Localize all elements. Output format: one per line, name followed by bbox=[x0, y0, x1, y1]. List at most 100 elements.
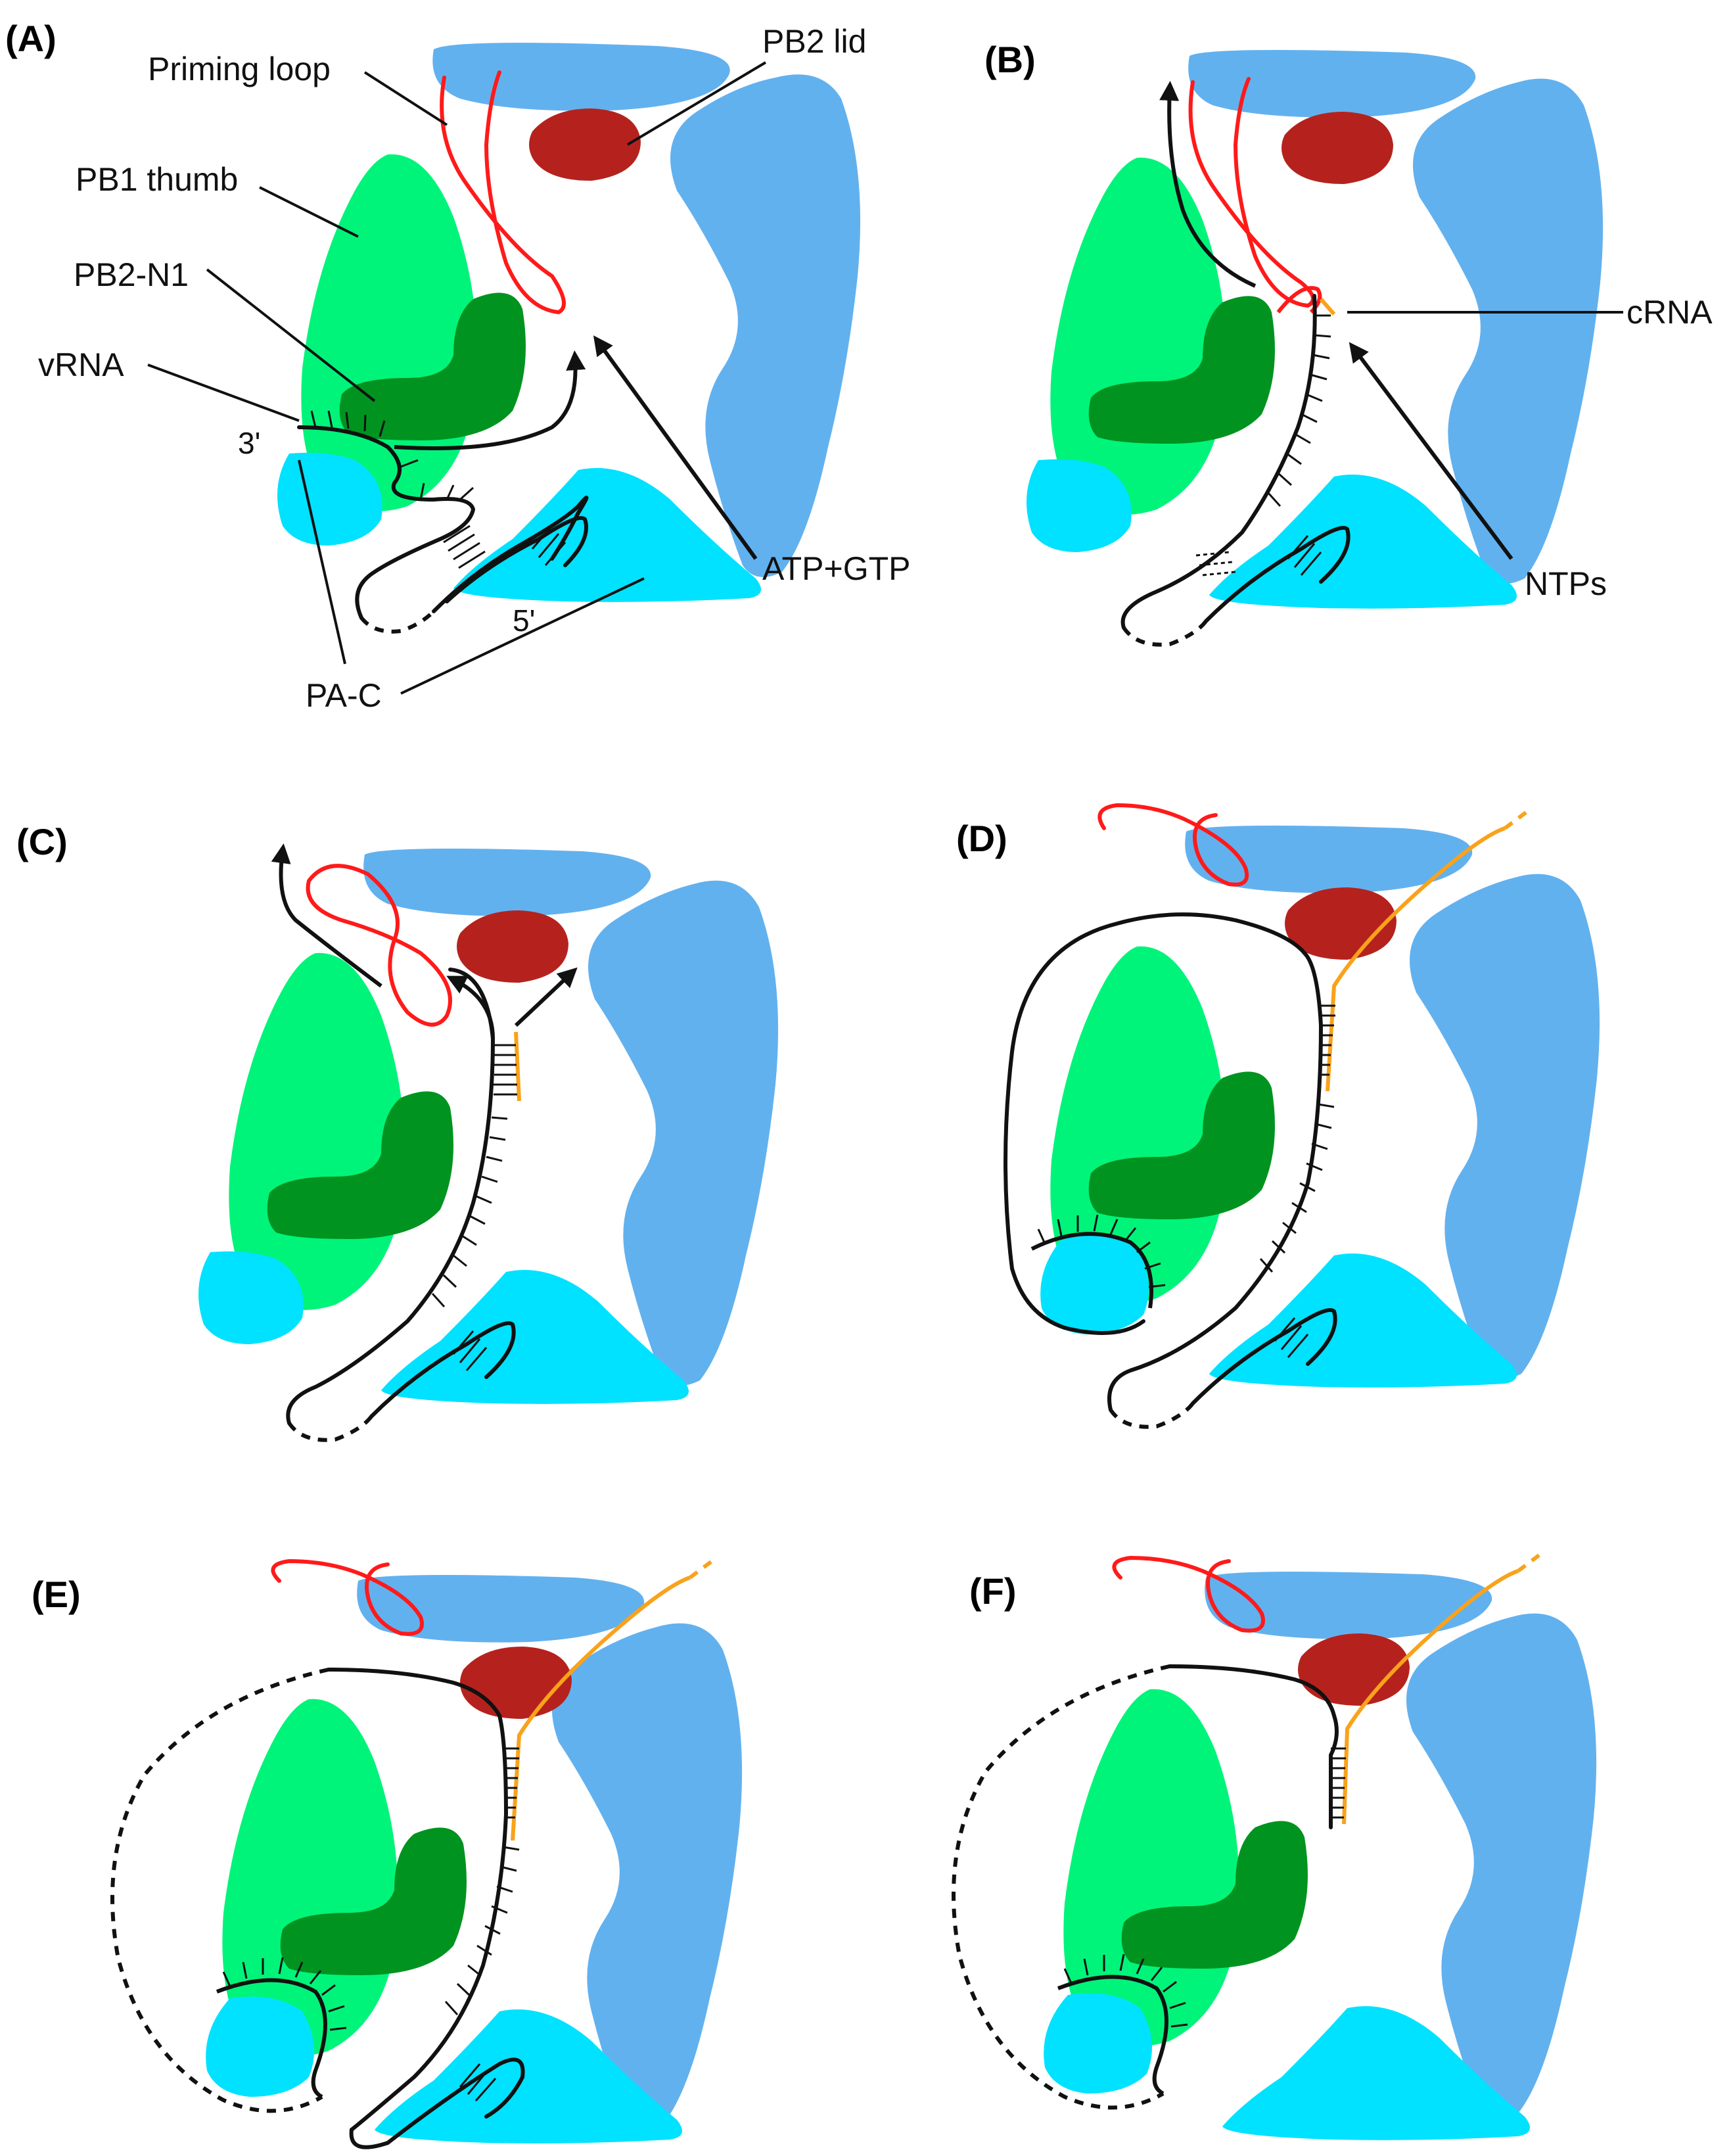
label-priming-loop: Priming loop bbox=[148, 51, 331, 87]
vrna-dashed-loop bbox=[1109, 1402, 1195, 1429]
label-vrna: vRNA bbox=[38, 346, 124, 383]
panel-e: (E) bbox=[32, 1556, 743, 2149]
product-dashed-loop bbox=[110, 1668, 329, 2113]
crna-strand bbox=[514, 1031, 521, 1102]
loop-exit-arrow bbox=[1159, 81, 1257, 288]
pb2-lid bbox=[529, 108, 641, 181]
pa-c-large bbox=[1209, 475, 1517, 609]
vrna-5prime-hook bbox=[445, 516, 588, 603]
vrna-dashed-loop bbox=[1122, 620, 1208, 647]
duplex-bases bbox=[505, 1747, 519, 1819]
pb2-right-domain bbox=[1406, 1613, 1597, 2119]
vrna-bases bbox=[310, 410, 474, 501]
vrna-bases bbox=[1267, 314, 1331, 507]
hook-bases bbox=[459, 2063, 497, 2101]
hook-bases bbox=[531, 525, 566, 566]
duplex-bases bbox=[494, 1044, 517, 1096]
priming-loop-tail bbox=[1276, 286, 1322, 314]
vrna-arrow bbox=[446, 975, 495, 1039]
vrna-strand bbox=[297, 425, 476, 620]
label-atp-gtp: ATP+GTP bbox=[762, 550, 911, 587]
priming-loop bbox=[440, 70, 566, 315]
vrna-dashed-loop bbox=[359, 609, 436, 634]
crna-arrow bbox=[514, 967, 578, 1027]
pb2-right-domain bbox=[670, 74, 861, 577]
pb2-lid bbox=[460, 1647, 572, 1719]
pb2-top-domain bbox=[432, 43, 730, 111]
pb2-n1 bbox=[280, 1827, 467, 1975]
pb2-n1 bbox=[267, 1091, 453, 1239]
pb2-top-domain bbox=[1188, 50, 1476, 118]
label-5prime: 5' bbox=[513, 603, 535, 638]
crna-dashed-end bbox=[1504, 807, 1533, 830]
loop-exit-arrow bbox=[271, 843, 382, 988]
crna-strand bbox=[511, 1576, 691, 1841]
panel-b: (B) cRNA NTPs bbox=[984, 39, 1713, 647]
vrna-5prime-hook bbox=[386, 2057, 525, 2145]
vrna-dashed-loop bbox=[287, 1415, 373, 1442]
vrna-bases bbox=[1259, 1103, 1335, 1273]
pb2-lid bbox=[1281, 112, 1393, 184]
pa-c-small bbox=[1027, 459, 1132, 552]
hook-bases bbox=[1274, 1317, 1309, 1358]
pb2-top-domain bbox=[363, 849, 651, 916]
pa-c-bound-arc bbox=[216, 1978, 327, 2099]
crna-dashed-end bbox=[1517, 1549, 1546, 1573]
pa-c-small bbox=[198, 1251, 304, 1344]
crna-nascent bbox=[1319, 298, 1336, 316]
pa-c-bound-arc bbox=[1057, 1975, 1168, 2096]
label-crna: cRNA bbox=[1627, 294, 1713, 331]
product-dashed-loop bbox=[952, 1664, 1170, 2110]
priming-loop bbox=[1112, 1555, 1265, 1633]
pb2-n1 bbox=[1088, 1071, 1275, 1219]
priming-loop bbox=[271, 1558, 424, 1636]
leader-pb2-lid bbox=[626, 61, 767, 146]
pb2-right-domain bbox=[1413, 78, 1604, 584]
vrna-strand bbox=[1120, 294, 1317, 630]
panel-b-letter: (B) bbox=[984, 39, 1036, 80]
pa-c-bases bbox=[1063, 1954, 1188, 2028]
label-ntps: NTPs bbox=[1525, 565, 1607, 602]
pa-c-small bbox=[1040, 1234, 1149, 1334]
pa-c-large bbox=[375, 2009, 682, 2144]
vrna-5prime-hook bbox=[369, 1321, 516, 1418]
leader-pa-c-1 bbox=[298, 459, 346, 665]
pa-c-large bbox=[1222, 2006, 1530, 2140]
priming-loop bbox=[1188, 77, 1315, 308]
duplex-bases bbox=[443, 525, 486, 569]
panel-c: (C) bbox=[16, 821, 779, 1442]
vrna-5prime-strand bbox=[432, 496, 589, 613]
product-solid-top bbox=[327, 1668, 501, 1718]
pb2-right-domain bbox=[552, 1623, 743, 2128]
pb2-lid bbox=[1298, 1633, 1410, 1706]
label-3prime: 3' bbox=[238, 426, 260, 460]
vrna-5prime-hook bbox=[1191, 1308, 1337, 1405]
pa-c-bases bbox=[222, 1957, 347, 2031]
pb2-right-domain bbox=[1410, 874, 1600, 1379]
vrna-strand bbox=[349, 1714, 509, 2149]
pb2-right-domain bbox=[588, 880, 779, 1386]
label-pb2-lid: PB2 lid bbox=[762, 23, 866, 60]
leader-priming-loop bbox=[363, 71, 448, 126]
hook-bases bbox=[1287, 535, 1322, 576]
crna-strand bbox=[1326, 826, 1506, 1092]
product-loop bbox=[1004, 912, 1306, 1335]
pa-c-small bbox=[1044, 1993, 1152, 2094]
panel-e-letter: (E) bbox=[32, 1574, 81, 1615]
panel-a-letter: (A) bbox=[5, 18, 57, 59]
vrna-5prime-hook bbox=[1204, 526, 1350, 623]
dotted-duplex bbox=[1195, 551, 1236, 576]
panel-f-letter: (F) bbox=[969, 1570, 1017, 1612]
vrna-bases bbox=[444, 1846, 520, 2016]
pa-c-bases bbox=[1037, 1214, 1166, 1288]
crna-strand bbox=[1342, 1569, 1519, 1825]
ntps-arrow bbox=[1349, 342, 1513, 560]
leader-pb1-thumb bbox=[259, 186, 359, 238]
atp-gtp-arrow bbox=[593, 335, 758, 560]
pa-c-large bbox=[1209, 1254, 1517, 1388]
label-pb1-thumb: PB1 thumb bbox=[76, 161, 238, 198]
pb2-n1 bbox=[1121, 1821, 1308, 1969]
priming-loop bbox=[1097, 803, 1249, 887]
pb1-thumb bbox=[1063, 1689, 1239, 2046]
